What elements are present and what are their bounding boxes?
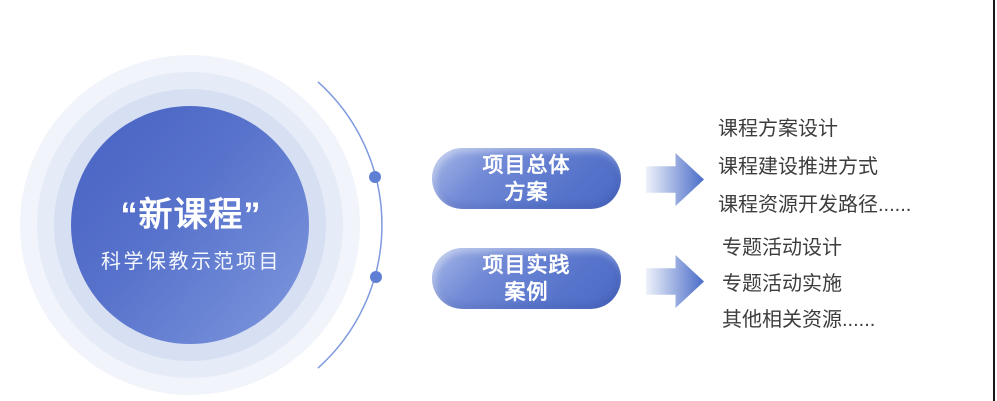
pill-practice-cases-line1: 项目实践 [482, 253, 571, 277]
practice-cases-detail-list: 专题活动设计 专题活动实施 其他相关资源...... [722, 230, 875, 338]
orbit-dot-top [369, 171, 381, 183]
right-border-line [993, 0, 995, 401]
detail-item: 专题活动设计 [722, 237, 842, 259]
pill-overall-plan-line1: 项目总体 [482, 153, 571, 177]
project-circle-text: “新课程” 科学保教示范项目 [61, 196, 321, 274]
arrow-right-icon [646, 255, 704, 308]
pill-practice-cases-line2: 案例 [504, 280, 549, 304]
pill-overall-plan: 项目总体 方案 [432, 148, 621, 209]
pill-overall-plan-line2: 方案 [504, 180, 549, 204]
detail-item: 专题活动实施 [722, 273, 842, 295]
arrow-right-icon [646, 153, 704, 206]
detail-item: 课程建设推进方式 [718, 156, 878, 178]
pill-practice-cases: 项目实践 案例 [432, 248, 621, 309]
project-subtitle: 科学保教示范项目 [101, 251, 281, 273]
detail-item: 课程方案设计 [718, 118, 838, 140]
detail-item: 其他相关资源...... [722, 309, 876, 331]
orbit-dot-bottom [370, 271, 382, 283]
overall-plan-detail-list: 课程方案设计 课程建设推进方式 课程资源开发路径...... [718, 110, 911, 224]
project-core-circle [71, 106, 309, 344]
project-title: “新课程” [120, 196, 262, 234]
detail-item: 课程资源开发路径...... [718, 194, 912, 216]
